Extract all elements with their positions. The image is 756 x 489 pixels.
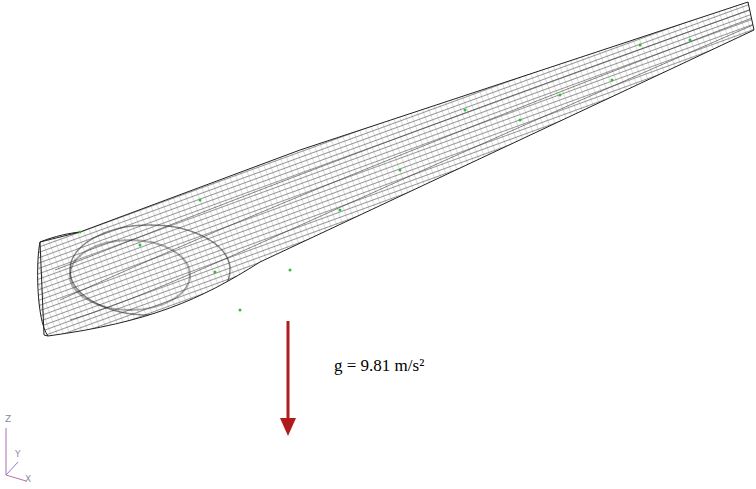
blade-mesh xyxy=(38,2,754,336)
axis-label: Y xyxy=(15,449,21,459)
axis-label: X xyxy=(25,474,31,484)
axis-label: Z xyxy=(5,414,11,424)
node-markers xyxy=(79,39,692,312)
gravity-label: g = 9.81 m/s² xyxy=(334,356,424,376)
axis-triad xyxy=(6,428,26,481)
gravity-arrow xyxy=(280,321,296,436)
